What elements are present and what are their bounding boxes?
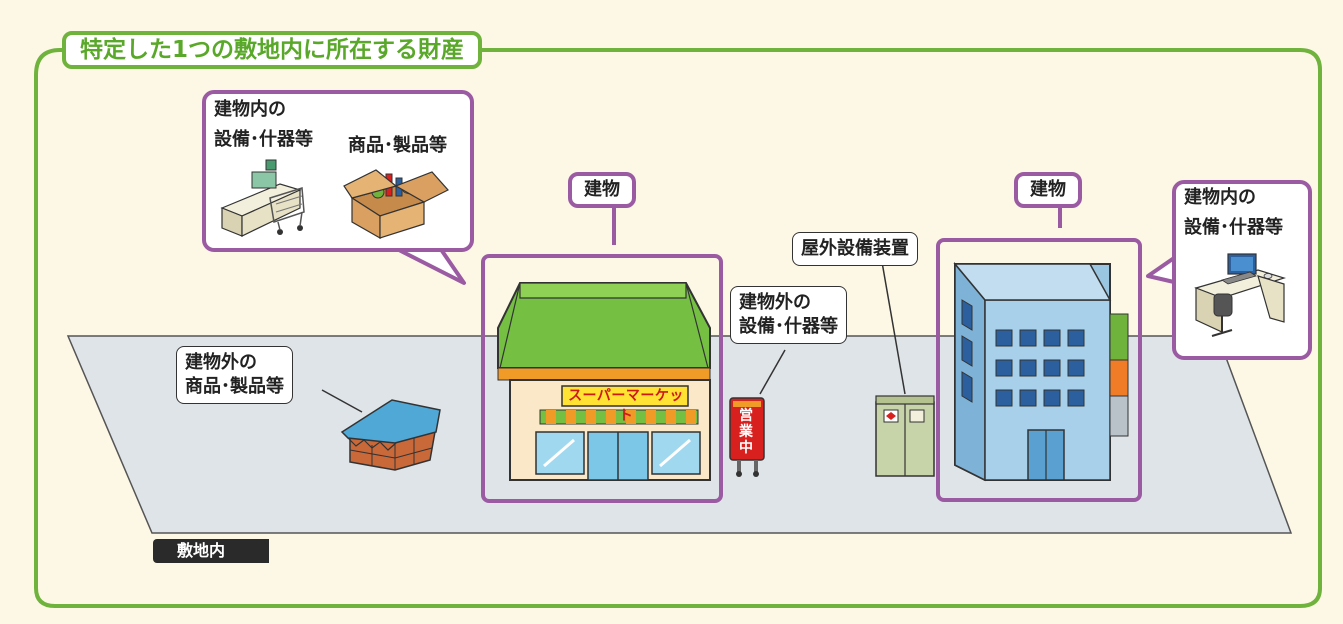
callout-line-1: 建物外の <box>739 292 811 313</box>
callout-line-2: 設備･什器等 <box>739 316 838 337</box>
signboard-icon <box>729 397 765 477</box>
callout-line-2: 設備･什器等 <box>1184 217 1283 238</box>
callout-line-1: 建物内の <box>1184 187 1256 208</box>
stand-sign-char: 中 <box>739 440 753 456</box>
callout-outdoor-facility: 屋外設備装置 <box>792 232 918 266</box>
covered-pallet-icon <box>340 399 441 471</box>
stand-sign: 営 業 中 <box>736 408 756 456</box>
office-building-icon <box>936 238 1142 502</box>
callout-pointer-office <box>1146 256 1176 284</box>
callout-products-indoor: 商品･製品等 <box>348 135 447 156</box>
site-label: 敷地内 <box>153 539 269 563</box>
supermarket-building-icon <box>481 254 723 503</box>
office-desk-icon <box>1194 253 1286 337</box>
stand-sign-char: 営 <box>739 408 753 424</box>
callout-indoor-equipment-left: 建物内の 設備･什器等 <box>214 98 313 152</box>
outdoor-cabinet-icon <box>875 395 935 477</box>
callout-outdoor-products: 建物外の 商品･製品等 <box>176 346 293 404</box>
site-frame <box>34 48 1322 608</box>
callout-pointer-indoor <box>393 246 466 285</box>
store-sign: スーパーマーケット <box>568 388 684 424</box>
callout-line-2: 商品･製品等 <box>185 376 284 397</box>
callout-line-1: 建物内の <box>214 99 286 120</box>
shopping-cart-icon <box>269 187 305 235</box>
callout-outdoor-equipment: 建物外の 設備･什器等 <box>730 286 847 344</box>
callout-line-2: 設備･什器等 <box>214 129 313 150</box>
cash-register-icon <box>220 159 302 237</box>
callout-building-store: 建物 <box>568 172 636 208</box>
stand-sign-char: 業 <box>739 424 753 440</box>
callout-line-1: 建物外の <box>185 352 257 373</box>
cardboard-box-icon <box>343 169 449 240</box>
page-title: 特定した1つの敷地内に所在する財産 <box>62 31 483 69</box>
callout-building-office: 建物 <box>1014 172 1082 208</box>
callout-indoor-equipment-right: 建物内の 設備･什器等 <box>1184 186 1283 240</box>
